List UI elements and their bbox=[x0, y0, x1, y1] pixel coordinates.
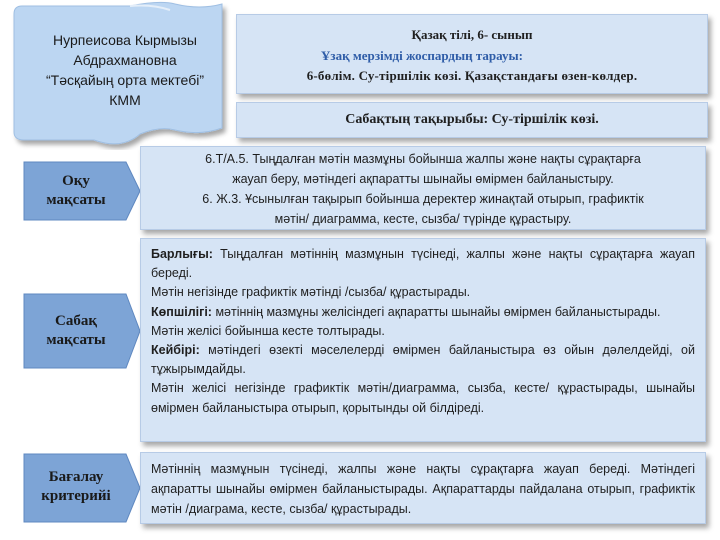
goal-level-some: Кейбірі: bbox=[151, 343, 200, 358]
goal-item: Кейбірі: мәтіндегі өзекті мәселелерді өм… bbox=[151, 343, 695, 377]
objective-line: жауап беру, мәтіндегі ақпаратты шынайы ө… bbox=[232, 172, 614, 186]
author-scroll: Нурпеисова Кырмызы Абдрахмановна “Тәсқай… bbox=[10, 0, 234, 150]
goal-item: Барлығы: Тыңдалған мәтіннің мазмұнын түс… bbox=[151, 247, 695, 281]
objective-line: 6.Т/А.5. Тыңдалған мәтін мазмұны бойынша… bbox=[205, 152, 641, 166]
unit-title: 6-бөлім. Су-тіршілік көзі. Қазақстандағы… bbox=[306, 68, 638, 83]
goal-item: Мәтін желісі бойынша кесте толтырады. bbox=[151, 323, 385, 338]
long-term-plan-section: Ұзақ мерзімді жоспардың тарауы: bbox=[321, 48, 523, 63]
school-type: КММ bbox=[109, 92, 141, 108]
goal-item: Мәтін желісі негізінде графиктік мәтін/д… bbox=[151, 381, 695, 415]
lesson-header: Қазақ тілі, 6- сынып Ұзақ мерзімді жоспа… bbox=[236, 14, 708, 94]
goal-item: Көпшілігі: мәтіннің мазмұны желісіндегі … bbox=[151, 304, 661, 319]
lesson-goals-label-1: Сабақ bbox=[55, 313, 97, 329]
learning-goals-label-1: Оқу bbox=[62, 173, 90, 189]
school-name: “Тәсқайың орта мектебі” bbox=[46, 72, 204, 88]
assessment-criteria: Мәтіннің мазмұнын түсінеді, жалпы және н… bbox=[140, 452, 706, 524]
criteria-text: Мәтіннің мазмұнын түсінеді, жалпы және н… bbox=[151, 462, 695, 516]
subject-grade: Қазақ тілі, 6- сынып bbox=[411, 27, 533, 42]
criteria-label-2: критерийі bbox=[41, 488, 111, 504]
scroll-shape bbox=[13, 1, 223, 145]
lesson-goals-arrow: Сабақ мақсаты bbox=[22, 292, 142, 370]
objective-line: 6. Ж.3. Ұсынылған тақырып бойынша дерект… bbox=[202, 192, 644, 206]
goal-item: Мәтін негізінде графиктік мәтінді /сызба… bbox=[151, 285, 471, 300]
criteria-arrow: Бағалау критерийі bbox=[22, 452, 142, 524]
goal-level-most: Көпшілігі: bbox=[151, 304, 212, 319]
learning-objectives: 6.Т/А.5. Тыңдалған мәтін мазмұны бойынша… bbox=[140, 146, 706, 230]
learning-goals-arrow: Оқу мақсаты bbox=[22, 160, 142, 222]
objective-line: мәтін/ диаграмма, кесте, сызба/ түрінде … bbox=[274, 212, 572, 226]
lesson-goals: Барлығы: Тыңдалған мәтіннің мазмұнын түс… bbox=[140, 238, 706, 442]
lesson-topic: Сабақтың тақырыбы: Су-тіршілік көзі. bbox=[236, 102, 708, 138]
learning-goals-label-2: мақсаты bbox=[46, 192, 106, 208]
author-name: Нурпеисова Кырмызы bbox=[53, 32, 197, 48]
criteria-label-1: Бағалау bbox=[48, 469, 104, 485]
lesson-goals-label-2: мақсаты bbox=[46, 332, 106, 348]
goal-level-all: Барлығы: bbox=[151, 247, 213, 261]
author-patronymic: Абдрахмановна bbox=[73, 52, 177, 68]
